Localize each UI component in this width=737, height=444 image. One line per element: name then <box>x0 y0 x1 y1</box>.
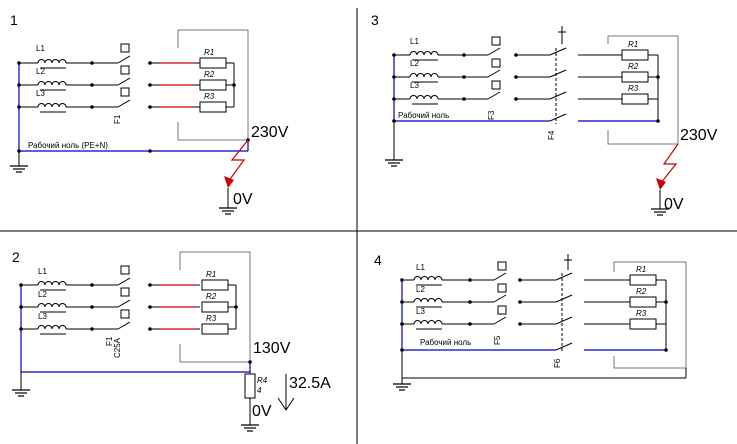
phase-label-l3: L3 <box>36 89 45 98</box>
panel-3-fault-voltage-high: 230V <box>680 127 718 144</box>
resistor-label-r2: R2 <box>204 70 215 79</box>
breaker-label-f1: F1 <box>113 114 122 124</box>
panel-3-fault-voltage-low: 0V <box>664 196 684 213</box>
panel-3-number: 3 <box>371 12 379 28</box>
panel-3-breaker-f4: F4 <box>547 130 556 140</box>
panel-2: 2 <box>11 249 331 432</box>
neutral-label: Рабочий ноль (PE+N) <box>28 141 108 150</box>
panel-4-neutral-label: Рабочий ноль <box>420 338 471 347</box>
panel-3-phase-l2: L2 <box>410 59 419 68</box>
panel-4: 4 <box>374 252 687 391</box>
panel-3-resistor-r1: R1 <box>628 40 638 49</box>
panel-4-resistor-r1: R1 <box>636 265 646 274</box>
panel-4-phase-l3: L3 <box>416 307 425 316</box>
fault-voltage-high: 230V <box>251 124 289 141</box>
panel-3-breaker-f3: F3 <box>487 110 496 120</box>
panel-2-breaker: F1 <box>105 336 114 346</box>
resistor-label-r1: R1 <box>204 48 214 57</box>
current-value: 32.5A <box>289 375 331 392</box>
panel-4-number: 4 <box>374 252 382 268</box>
panel-1: 1 <box>9 12 289 215</box>
panel-3-neutral-label: Рабочий ноль <box>398 111 449 120</box>
panel-2-voltage-low: 0V <box>252 403 272 420</box>
panel-4-breaker-f5: F5 <box>493 335 502 345</box>
panel-2-voltage-high: 130V <box>253 340 291 357</box>
panel-3-phase-l3: L3 <box>410 81 419 90</box>
panel-4-resistor-r3: R3 <box>636 309 647 318</box>
panel-2-resistor-r2: R2 <box>206 292 217 301</box>
panel-2-number: 2 <box>12 249 20 265</box>
panel-2-breaker-rating: C25A <box>113 337 122 358</box>
panel-2-resistor-r1: R1 <box>206 270 216 279</box>
panel-3-resistor-r2: R2 <box>628 62 639 71</box>
panel-2-phase-l3: L3 <box>38 312 47 321</box>
load-resistor-label: R4 <box>257 376 268 385</box>
resistor-label-r3: R3 <box>204 92 215 101</box>
panel-4-phase-l1: L1 <box>416 263 425 272</box>
phase-label-l1: L1 <box>36 44 45 53</box>
panel-2-resistor-r3: R3 <box>206 314 217 323</box>
panel-2-phase-l2: L2 <box>38 290 47 299</box>
load-resistor-value: 4 <box>257 386 262 395</box>
panel-3-phase-l1: L1 <box>410 37 419 46</box>
panel-2-phase-l1: L1 <box>38 267 47 276</box>
fault-voltage-low: 0V <box>233 191 253 208</box>
panel-4-breaker-f6: F6 <box>553 358 562 368</box>
panel-4-phase-l2: L2 <box>416 285 425 294</box>
panel-1-number: 1 <box>10 12 18 28</box>
panel-4-resistor-r2: R2 <box>636 287 647 296</box>
panel-3: 3 <box>371 12 718 216</box>
panel-3-resistor-r3: R3 <box>628 84 639 93</box>
phase-label-l2: L2 <box>36 67 45 76</box>
